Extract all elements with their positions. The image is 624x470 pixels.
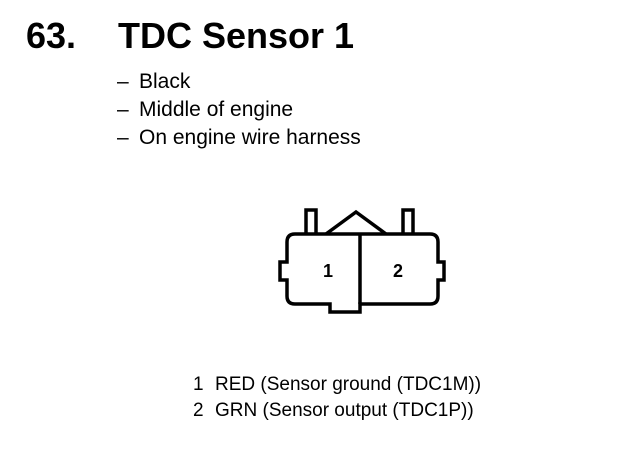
pin-label-1: 1 bbox=[323, 261, 333, 281]
pin-row: 1 RED (Sensor ground (TDC1M)) bbox=[193, 372, 481, 398]
pin-assignment-list: 1 RED (Sensor ground (TDC1M)) 2 GRN (Senso… bbox=[193, 372, 481, 424]
connector-latch bbox=[324, 209, 388, 236]
pin-number: 1 bbox=[193, 374, 204, 395]
pin-description: GRN (Sensor output (TDC1P)) bbox=[215, 400, 474, 421]
detail-dash: – bbox=[117, 126, 129, 149]
connector-housing-outline bbox=[278, 232, 446, 314]
detail-text: Black bbox=[139, 70, 191, 93]
detail-harness: –On engine wire harness bbox=[117, 124, 361, 152]
pin-description: RED (Sensor ground (TDC1M)) bbox=[215, 374, 482, 395]
detail-dash: – bbox=[117, 98, 129, 121]
detail-text: On engine wire harness bbox=[139, 126, 361, 149]
detail-location: –Middle of engine bbox=[117, 96, 361, 124]
pin-label-2: 2 bbox=[393, 261, 403, 281]
pin-row: 2 GRN (Sensor output (TDC1P)) bbox=[193, 398, 481, 424]
section-number: 63. bbox=[26, 15, 77, 56]
detail-color: –Black bbox=[117, 68, 361, 96]
detail-text: Middle of engine bbox=[139, 98, 294, 121]
pin-number: 2 bbox=[193, 400, 204, 421]
connector-face-svg: 1 2 bbox=[278, 208, 446, 314]
connector-right-tab bbox=[401, 208, 415, 234]
connector-diagram: 1 2 bbox=[270, 200, 450, 322]
sensor-details-list: –Black –Middle of engine –On engine wire… bbox=[117, 68, 361, 152]
detail-dash: – bbox=[117, 70, 129, 93]
connector-left-tab bbox=[304, 208, 318, 234]
page-title: TDC Sensor 1 bbox=[118, 15, 355, 56]
